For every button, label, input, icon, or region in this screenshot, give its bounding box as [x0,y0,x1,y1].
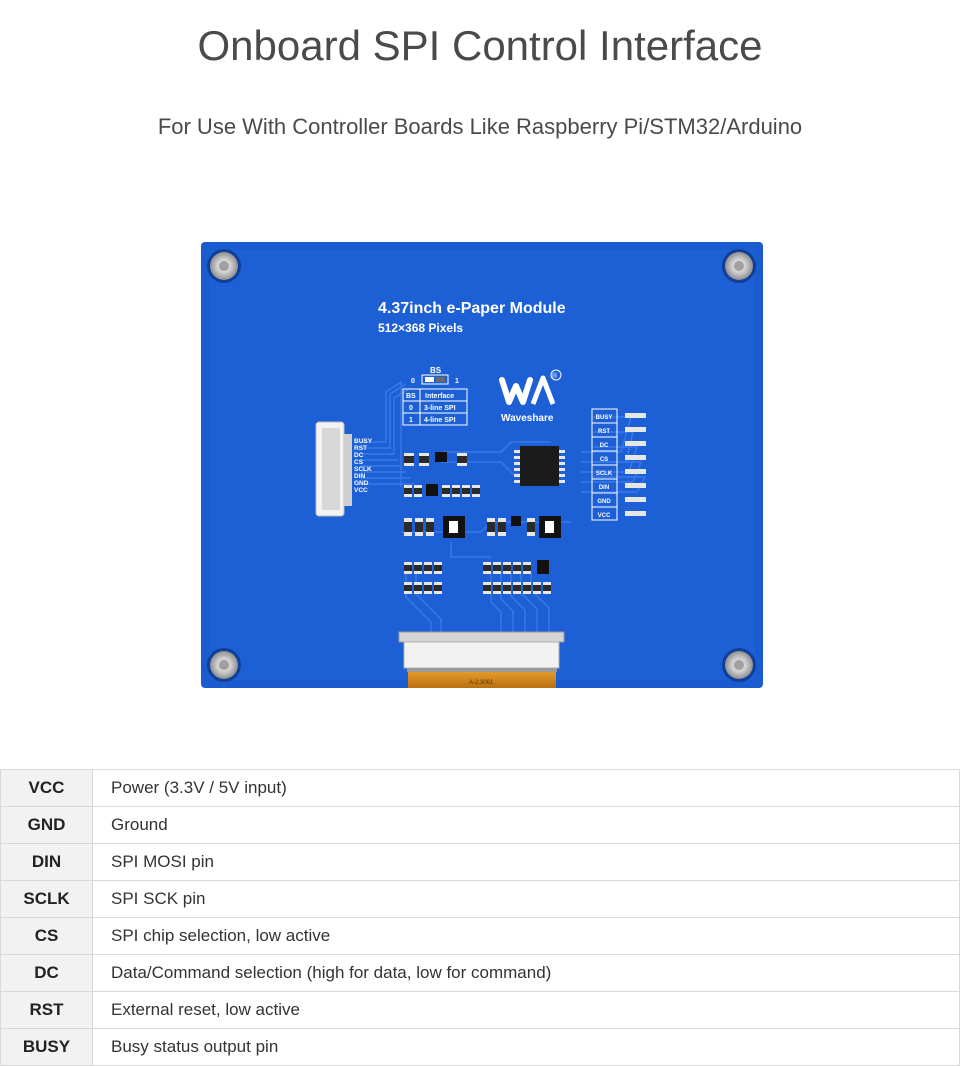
svg-text:3-line SPI: 3-line SPI [424,405,456,412]
table-row: BUSY Busy status output pin [0,1028,960,1066]
right-pin-busy: BUSY [596,415,613,421]
page-title: Onboard SPI Control Interface [197,22,763,69]
svg-text:0: 0 [409,405,413,412]
left-pin-rst: RST [354,445,367,452]
pin-name: VCC [0,769,93,807]
left-pin-sclk: SCLK [354,466,372,473]
svg-text:Waveshare: Waveshare [501,413,554,424]
svg-text:BS: BS [430,366,442,375]
right-pin-dc: DC [600,443,609,449]
svg-text:BS: BS [406,393,416,400]
flex-cable: A-2.3061 [408,672,556,688]
pin-name: DC [0,954,93,992]
svg-text:A-2.3061: A-2.3061 [469,680,494,686]
pin-description-table: VCC Power (3.3V / 5V input) GND Ground D… [0,769,960,1066]
right-pin-din: DIN [599,485,609,491]
svg-text:0: 0 [411,378,415,385]
pin-description: SPI SCK pin [92,880,960,918]
mounting-screws [207,249,756,682]
right-pin-sclk: SCLK [596,471,613,477]
right-pin-labels: BUSY RST DC CS SCLK DIN GND VCC [596,415,613,519]
left-pin-dc: DC [354,452,364,459]
waveshare-logo: ® Waveshare [499,369,562,424]
left-pin-vcc: VCC [354,487,368,494]
left-pin-connector [315,421,352,517]
table-row: VCC Power (3.3V / 5V input) [0,769,960,807]
right-pin-header [591,408,646,521]
right-pin-gnd: GND [597,499,611,505]
table-row: RST External reset, low active [0,991,960,1029]
table-row: GND Ground [0,806,960,844]
resolution-silk: 512×368 Pixels [378,321,463,335]
svg-text:1: 1 [455,378,459,385]
pin-description: Power (3.3V / 5V input) [92,769,960,807]
pin-description: Ground [92,806,960,844]
table-row: DIN SPI MOSI pin [0,843,960,881]
svg-text:Interface: Interface [425,393,454,400]
pin-description: SPI chip selection, low active [92,917,960,955]
bs-switch: BS 0 1 [411,366,459,385]
right-pin-rst: RST [598,429,610,435]
table-row: CS SPI chip selection, low active [0,917,960,955]
left-pin-labels: BUSY RST DC CS SCLK DIN GND VCC [354,438,373,494]
passive-components [404,452,561,594]
pin-name: DIN [0,843,93,881]
table-row: DC Data/Command selection (high for data… [0,954,960,992]
right-pin-cs: CS [600,457,608,463]
right-pin-vcc: VCC [598,513,611,519]
module-name-silk: 4.37inch e-Paper Module [378,300,566,317]
left-pin-busy: BUSY [354,438,373,445]
pin-description: Busy status output pin [92,1028,960,1066]
left-pin-din: DIN [354,473,366,480]
pin-description: External reset, low active [92,991,960,1029]
pin-name: SCLK [0,880,93,918]
pin-description: SPI MOSI pin [92,843,960,881]
pin-name: RST [0,991,93,1029]
svg-text:®: ® [552,372,558,380]
pin-description: Data/Command selection (high for data, l… [92,954,960,992]
table-row: SCLK SPI SCK pin [0,880,960,918]
svg-text:4-line SPI: 4-line SPI [424,417,456,424]
epaper-board-image: 4.37inch e-Paper Module 512×368 Pixels B… [201,242,763,688]
bs-interface-table: BS Interface 0 3-line SPI 1 4-line SPI [402,388,468,426]
left-pin-cs: CS [354,459,364,466]
fpc-connector [398,631,565,672]
pin-name: GND [0,806,93,844]
page-subtitle: For Use With Controller Boards Like Rasp… [157,114,803,139]
driver-ic [514,446,565,486]
pin-name: CS [0,917,93,955]
svg-text:1: 1 [409,417,413,424]
pin-name: BUSY [0,1028,93,1066]
left-pin-gnd: GND [354,480,369,487]
